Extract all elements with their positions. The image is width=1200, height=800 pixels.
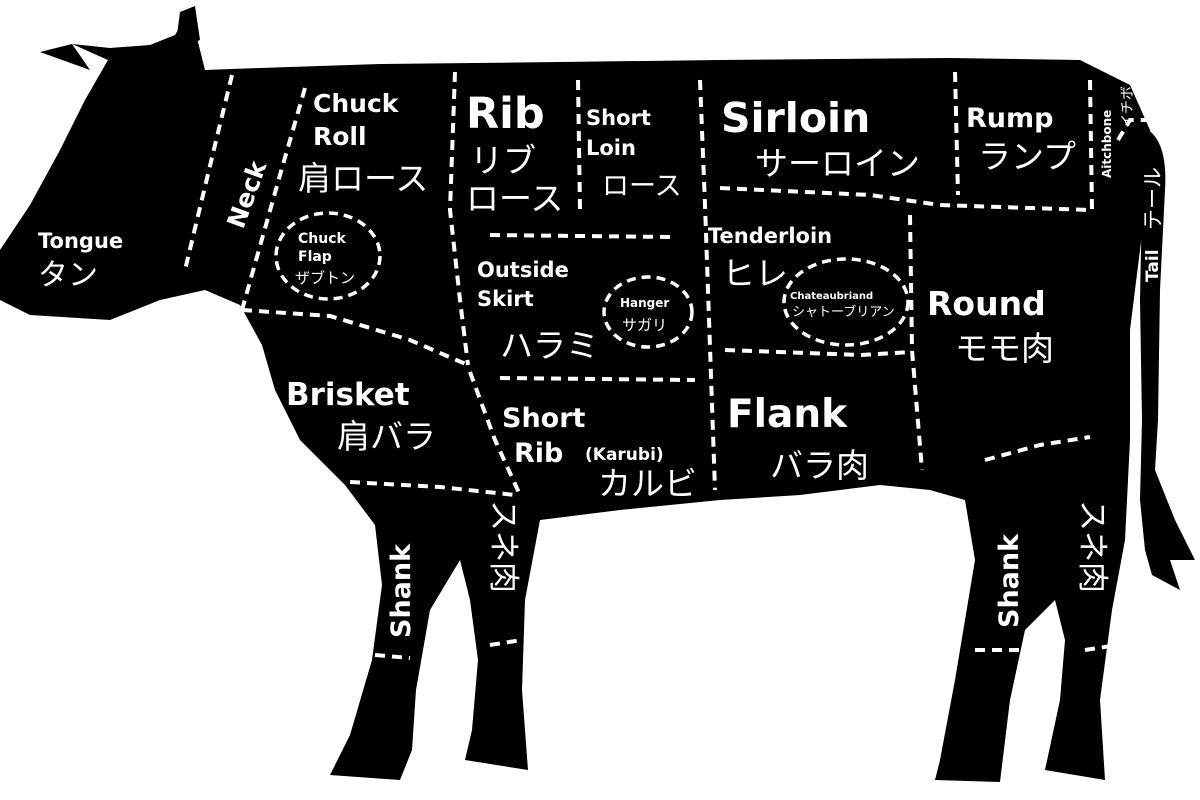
short-rib-label: Short [502, 403, 586, 434]
chuck-roll-label-jp: 肩ロース [298, 159, 428, 198]
rib-label: Rib [466, 89, 545, 139]
rib-label-jp-2: ロース [466, 179, 563, 218]
hanger-label-jp: サガリ [622, 316, 667, 334]
tenderloin-label-jp: ヒレ [722, 254, 788, 293]
tenderloin-label: Tenderloin [708, 224, 832, 248]
rump-label: Rump [966, 103, 1053, 134]
tail-label: Tail [1143, 249, 1163, 282]
cow-silhouette [0, 6, 1195, 782]
aitchbone-label-jp: イチボ [1120, 86, 1136, 128]
chuck-roll-label-2: Roll [313, 122, 367, 151]
hind-shank-label: Shank [994, 533, 1025, 628]
round-label: Round [927, 284, 1046, 323]
sirloin-label-jp: サーロイン [755, 144, 920, 183]
tail-label-jp: テール [1141, 167, 1165, 230]
sirloin-label: Sirloin [721, 94, 870, 142]
short-rib-label-3: (Karubi) [585, 445, 664, 465]
chuck-flap-label: Chuck [298, 231, 347, 247]
cut-labels: Tongue タン Neck Chuck Roll 肩ロース Chuck Fla… [38, 86, 1165, 638]
chuck-flap-label-jp: ザブトン [295, 269, 355, 287]
short-loin-label: Short [586, 106, 651, 130]
outside-skirt-label-jp: ハラミ [500, 326, 599, 365]
brisket-label: Brisket [286, 377, 410, 413]
front-shank-label-jp: スネ肉 [485, 500, 521, 593]
tongue-label-jp: タン [38, 258, 98, 293]
rib-label-jp: リブ [470, 141, 536, 180]
short-rib-label-jp: カルビ [598, 464, 697, 503]
chuck-roll-label: Chuck [313, 89, 400, 118]
short-loin-label-2: Loin [586, 136, 636, 160]
tongue-label: Tongue [38, 229, 123, 253]
round-label-jp: モモ肉 [955, 329, 1054, 368]
chuck-flap-label-2: Flap [298, 249, 332, 265]
flank-label-jp: バラ肉 [770, 446, 869, 485]
flank-label: Flank [727, 392, 848, 437]
brisket-label-jp: 肩バラ [337, 417, 436, 456]
rump-label-jp: ランプ [978, 137, 1076, 176]
hind-shank-label-jp: スネ肉 [1074, 500, 1110, 593]
aitchbone-label: Aitchbone [1100, 110, 1114, 178]
cut-lines [183, 71, 1155, 660]
short-loin-label-jp: ロース [602, 171, 682, 202]
chateaubriand-label-jp: シャトーブリアン [792, 304, 895, 320]
outside-skirt-label: Outside [477, 258, 569, 282]
outside-skirt-label-2: Skirt [477, 287, 534, 311]
chateaubriand-label: Chateaubriand [790, 291, 873, 302]
short-rib-label-2: Rib [514, 438, 563, 469]
hanger-label: Hanger [620, 296, 669, 310]
front-shank-label: Shank [386, 543, 417, 638]
